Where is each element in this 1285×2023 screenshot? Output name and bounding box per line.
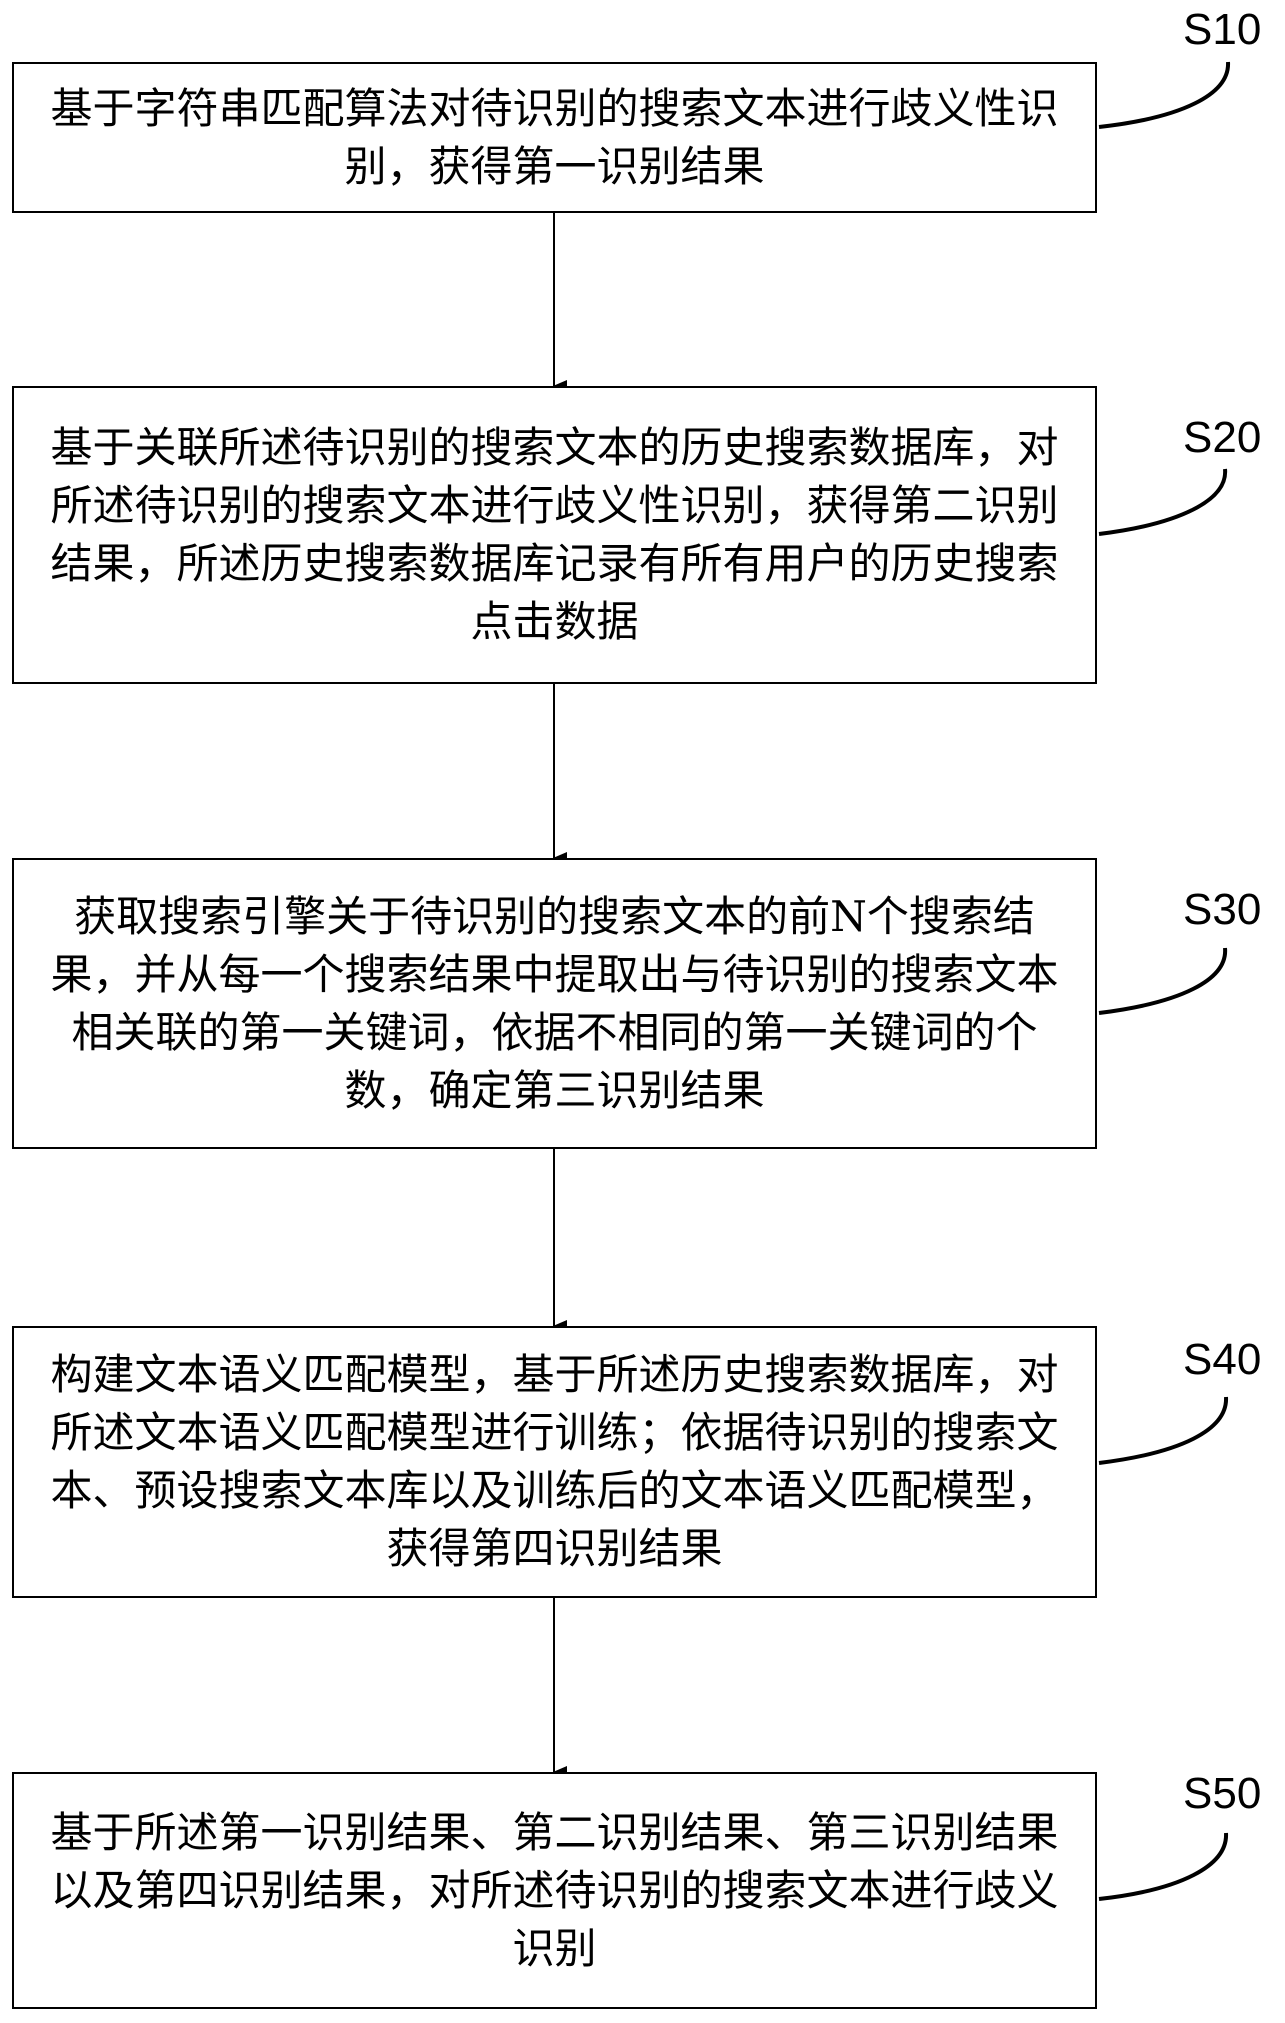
step-box-s20: 基于关联所述待识别的搜索文本的历史搜索数据库，对所述待识别的搜索文本进行歧义性识… bbox=[12, 386, 1097, 684]
step-box-s50: 基于所述第一识别结果、第二识别结果、第三识别结果以及第四识别结果，对所述待识别的… bbox=[12, 1772, 1097, 2009]
step-text-s30: 获取搜索引擎关于待识别的搜索文本的前N个搜索结果，并从每一个搜索结果中提取出与待… bbox=[50, 891, 1059, 1115]
leader-line-s40 bbox=[1098, 1396, 1229, 1465]
leader-line-s20 bbox=[1098, 468, 1228, 536]
step-box-s10: 基于字符串匹配算法对待识别的搜索文本进行歧义性识别，获得第一识别结果 bbox=[12, 62, 1097, 213]
step-label-s30: S30 bbox=[1183, 885, 1262, 934]
step-text-s50: 基于所述第一识别结果、第二识别结果、第三识别结果以及第四识别结果，对所述待识别的… bbox=[50, 1807, 1059, 1973]
step-label-s50: S50 bbox=[1183, 1769, 1262, 1818]
step-box-s30: 获取搜索引擎关于待识别的搜索文本的前N个搜索结果，并从每一个搜索结果中提取出与待… bbox=[12, 858, 1097, 1149]
step-label-s20: S20 bbox=[1183, 413, 1262, 462]
step-label-s10: S10 bbox=[1183, 5, 1262, 54]
step-box-s40: 构建文本语义匹配模型，基于所述历史搜索数据库，对所述文本语义匹配模型进行训练；依… bbox=[12, 1326, 1097, 1598]
leader-line-s30 bbox=[1098, 947, 1228, 1015]
step-label-s40: S40 bbox=[1183, 1335, 1262, 1384]
step-text-s10: 基于字符串匹配算法对待识别的搜索文本进行歧义性识别，获得第一识别结果 bbox=[50, 83, 1059, 191]
step-text-s20: 基于关联所述待识别的搜索文本的历史搜索数据库，对所述待识别的搜索文本进行歧义性识… bbox=[50, 423, 1059, 646]
leader-line-s10 bbox=[1098, 61, 1231, 129]
step-text-s40: 构建文本语义匹配模型，基于所述历史搜索数据库，对所述文本语义匹配模型进行训练；依… bbox=[50, 1350, 1059, 1573]
leader-line-s50 bbox=[1098, 1832, 1229, 1901]
